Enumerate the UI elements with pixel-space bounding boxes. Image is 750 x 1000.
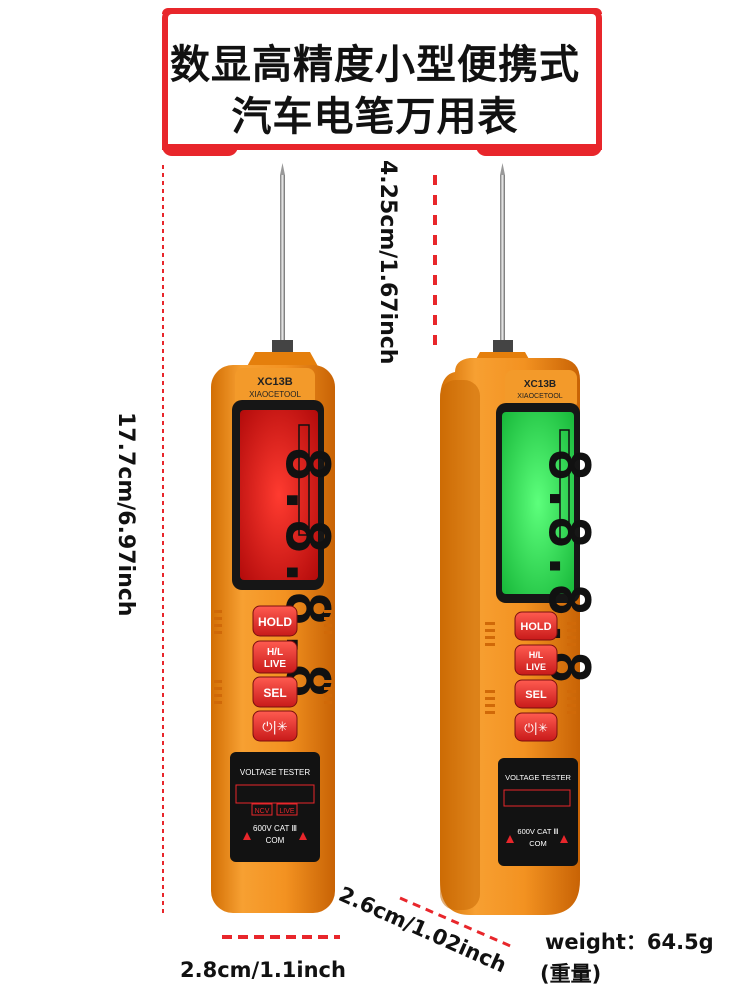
- pen-front: XC13B XIAOCETOOL 8.8.8.8 HOLD H/L LIVE S…: [211, 163, 342, 913]
- title-frame: [162, 8, 602, 156]
- angled-model: XC13B: [524, 379, 556, 390]
- svg-text:NCV: NCV: [255, 808, 270, 815]
- angled-sel-button[interactable]: [514, 679, 558, 709]
- front-warning-icon: [243, 832, 251, 840]
- total-length-label: 17.7cm/6.97inch: [113, 412, 138, 617]
- front-sel-button[interactable]: [252, 676, 298, 708]
- svg-text:600V CAT Ⅲ: 600V CAT Ⅲ: [253, 824, 297, 833]
- probe-length-label: 4.25cm/1.67inch: [375, 160, 400, 365]
- svg-text:SEL: SEL: [263, 686, 286, 700]
- front-power-icon: ⏻|✳: [262, 720, 288, 735]
- weight-cn-label: (重量): [540, 962, 602, 986]
- front-model: XC13B: [257, 376, 293, 388]
- front-hl-live-button[interactable]: [252, 640, 298, 674]
- svg-text:HOLD: HOLD: [520, 621, 551, 633]
- angled-hold-button[interactable]: [514, 611, 558, 641]
- front-hold-button[interactable]: [252, 605, 298, 637]
- svg-text:LIVE: LIVE: [264, 659, 287, 670]
- angled-warning-icon: [506, 835, 514, 843]
- angled-hl-live-button[interactable]: [514, 644, 558, 676]
- pen-angled: XC13B XIAOCETOOL 8.8.8.8 HOLD H/L LIVE S…: [440, 163, 601, 915]
- svg-text:COM: COM: [266, 836, 285, 845]
- svg-text:SEL: SEL: [525, 689, 547, 701]
- front-label: VOLTAGE TESTER: [240, 768, 310, 777]
- svg-text:LIVE: LIVE: [526, 662, 546, 672]
- svg-text:H/L: H/L: [529, 650, 544, 660]
- svg-text:600V CAT Ⅲ: 600V CAT Ⅲ: [517, 827, 558, 836]
- svg-text:COM: COM: [529, 839, 547, 848]
- angled-brand: XIAOCETOOL: [517, 393, 562, 400]
- angled-power-icon: ⏻|✳: [524, 721, 548, 735]
- title-line-2: 汽车电笔万用表: [231, 94, 519, 140]
- weight-label: weight：64.5g: [545, 930, 714, 954]
- angled-label: VOLTAGE TESTER: [505, 773, 571, 782]
- front-power-button[interactable]: [252, 710, 298, 742]
- angled-power-button[interactable]: [514, 712, 558, 742]
- depth-line: [399, 896, 516, 950]
- svg-text:H/L: H/L: [267, 647, 283, 658]
- front-brand: XIAOCETOOL: [249, 390, 301, 399]
- title-line-1: 数显高精度小型便携式: [170, 42, 580, 88]
- width-label: 2.8cm/1.1inch: [180, 958, 346, 982]
- svg-text:HOLD: HOLD: [258, 615, 292, 629]
- svg-text:LIVE: LIVE: [279, 808, 295, 815]
